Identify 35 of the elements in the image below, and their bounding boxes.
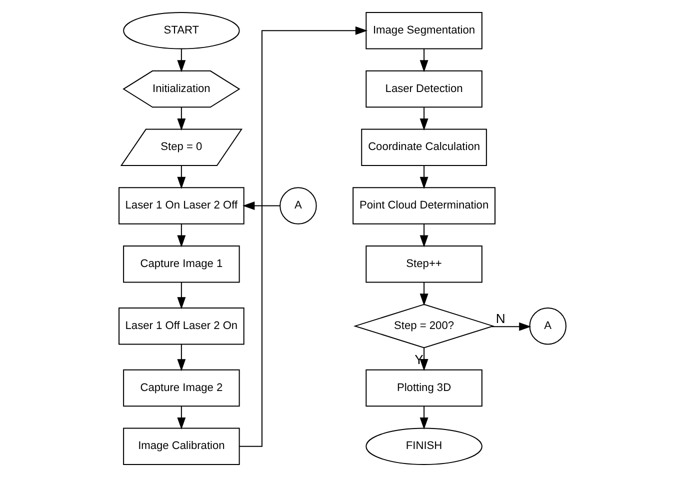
arrow [176, 48, 186, 72]
node-box: Capture Image 1 [122, 246, 240, 283]
node-diamond: Step = 200? [352, 304, 494, 348]
edge-label: N [495, 310, 505, 326]
node-box: Laser Detection [365, 70, 482, 108]
arrow [419, 224, 428, 248]
node-box: Capture Image 2 [122, 369, 240, 407]
arrow [176, 282, 186, 310]
arrow [176, 107, 186, 131]
node-box: Image Segmentation [365, 12, 482, 50]
node-box: Point Cloud Determination [352, 187, 495, 224]
node-box: Laser 1 On Laser 2 Off [118, 187, 244, 224]
node-box: Plotting 3D [365, 369, 482, 407]
edge-label: Y [414, 352, 423, 368]
arrow [419, 166, 428, 189]
node-box: Step++ [365, 246, 482, 283]
arrow [242, 202, 280, 210]
arrow [419, 107, 428, 131]
node-box: Coordinate Calculation [360, 128, 486, 166]
arrow [176, 344, 186, 372]
node-box: Image Calibration [122, 428, 240, 465]
arrow [176, 224, 186, 248]
arrow [491, 322, 531, 331]
node-ellipse: START [122, 12, 240, 50]
arrow [419, 282, 428, 306]
node-box: Laser 1 Off Laser 2 On [118, 307, 244, 345]
arrow [419, 348, 428, 372]
arrow [176, 406, 186, 430]
arrow [419, 48, 428, 72]
arrow [419, 406, 428, 430]
node-ellipse: FINISH [365, 428, 482, 465]
arrow [176, 166, 186, 189]
arrow [239, 26, 367, 447]
node-circle: A [528, 307, 566, 345]
node-circle: A [279, 187, 316, 224]
